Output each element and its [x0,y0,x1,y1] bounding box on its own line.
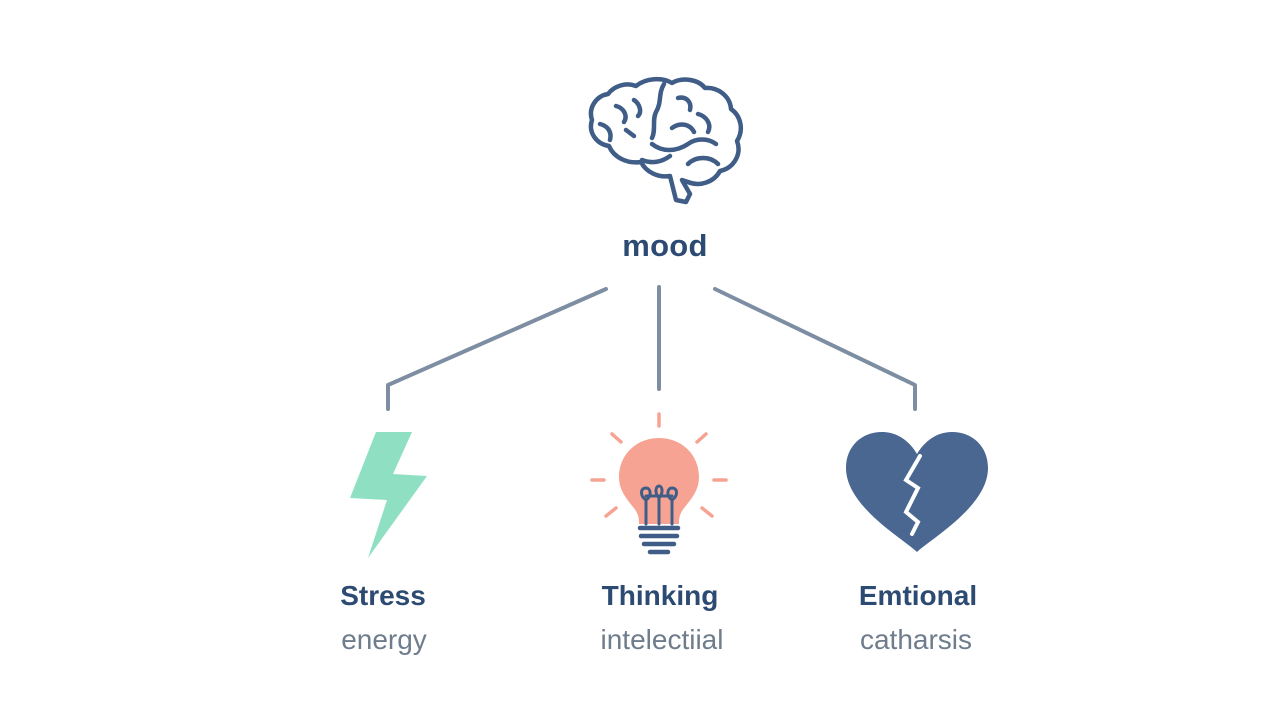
lightbulb-icon [590,412,728,555]
branch-subtitle-emotional: catharsis [859,624,973,655]
branch-title-emotional: Emtional [858,580,978,611]
connector-emotional [713,287,917,411]
root-label: mood [622,228,708,263]
branch-title-thinking: Thinking [601,580,719,611]
branch-title-stress: Stress [340,580,426,611]
broken-heart-icon [846,432,988,552]
lightning-bolt-icon [350,432,427,558]
connector-stress [386,287,608,411]
branch-subtitle-thinking: intelectiial [600,624,724,655]
brain-icon [588,76,744,205]
branch-subtitle-stress: energy [341,624,427,655]
